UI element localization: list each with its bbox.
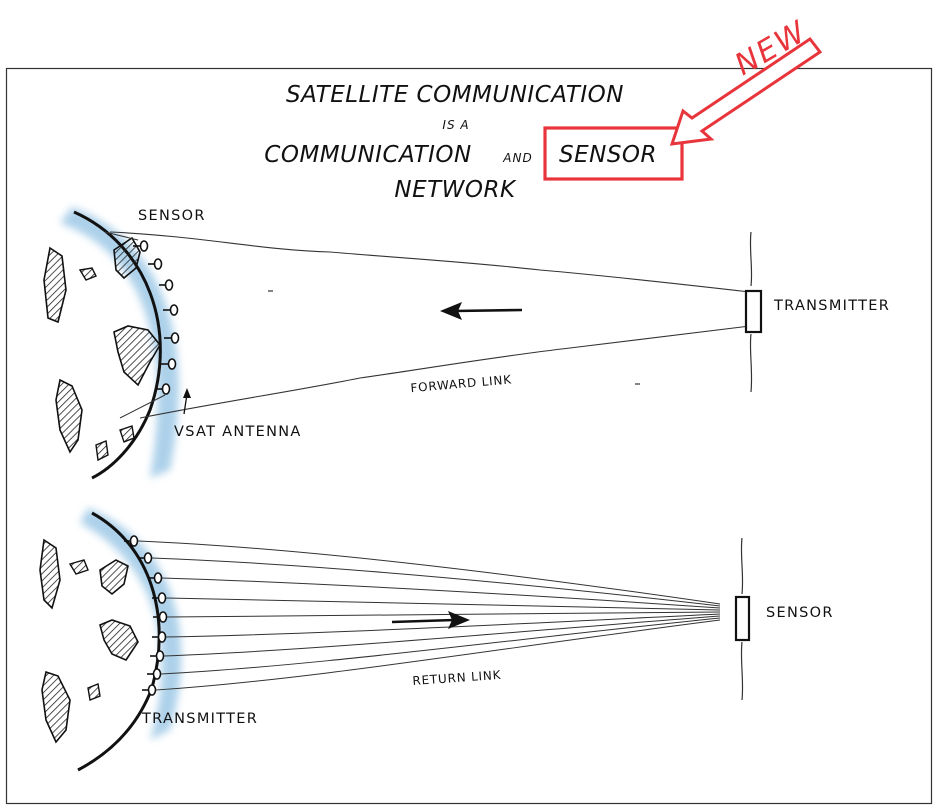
vsat-antenna-icon (147, 668, 162, 680)
vsat-antennas-bottom (124, 535, 168, 696)
continent-top-4 (55, 378, 83, 454)
forward-beam-lower (139, 325, 751, 419)
satellite-axis-bottom (740, 537, 744, 701)
vsat-antenna-icon (142, 684, 157, 696)
vsat-antenna-icon (150, 650, 165, 662)
sensor-highlight-box (543, 126, 684, 181)
top-earth-label: SENSOR (138, 208, 206, 224)
top-satellite-label: TRANSMITTER (773, 298, 890, 314)
return-link-label: RETURN LINK (412, 668, 502, 688)
title-line-4: NETWORK (394, 177, 517, 203)
title-line-3-sensor: SENSOR (559, 142, 657, 168)
return-beam (155, 619, 721, 691)
atmosphere-bottom (80, 508, 182, 740)
antenna-pointer-head (183, 388, 191, 398)
vsat-antenna-icon (164, 332, 180, 344)
vsat-antenna-icon (161, 358, 177, 370)
forward-beam-upper (109, 231, 751, 293)
vsat-antenna-icon (155, 383, 171, 395)
return-link-panel: SENSOR RETURN LINK TRANSMITTER (39, 508, 834, 772)
vsat-antenna-icon (124, 535, 139, 547)
vsat-antennas-top (133, 240, 180, 395)
title-line-3-and: AND (502, 151, 532, 165)
continent-bottom-4 (41, 670, 71, 744)
vsat-antenna-icon (152, 592, 167, 604)
continent-top-7 (95, 440, 109, 462)
continent-top-3 (43, 246, 67, 324)
callout-arrow-icon (669, 36, 823, 146)
title-block: SATELLITE COMMUNICATION IS A COMMUNICATI… (264, 82, 657, 203)
continent-top-2 (113, 325, 161, 387)
forward-link-panel: SENSOR TRANSMITTER FORWARD LINK VSAT ANT… (43, 207, 890, 480)
return-beam (151, 557, 721, 607)
vsat-antenna-icon (133, 240, 149, 252)
return-direction-arrow-icon (391, 611, 470, 629)
continent-top-6 (119, 425, 135, 443)
continent-bottom-2 (99, 619, 139, 661)
beam-connector (104, 231, 139, 241)
vsat-antenna-icon (159, 279, 174, 291)
continent-top-5 (78, 267, 97, 281)
bottom-satellite-label: SENSOR (766, 605, 834, 621)
continent-bottom-5 (68, 559, 89, 575)
transmitter-box (744, 289, 763, 334)
return-beam (161, 577, 721, 609)
title-line-1: SATELLITE COMMUNICATION (286, 82, 624, 108)
beam-connector (119, 394, 166, 419)
atmosphere-top (60, 207, 179, 478)
return-beam (165, 613, 721, 638)
vsat-antenna-icon (153, 611, 168, 623)
return-beam (163, 615, 721, 657)
return-beam (137, 540, 721, 605)
vsat-antenna-icon (152, 631, 167, 643)
title-line-2: IS A (442, 118, 469, 132)
forward-direction-arrow-icon (440, 302, 523, 320)
vsat-antenna-icon (163, 304, 179, 316)
return-beam (160, 617, 721, 675)
continent-bottom-3 (39, 538, 61, 610)
continent-bottom-6 (87, 683, 101, 701)
sensor-box (734, 595, 751, 642)
continent-bottom-1 (99, 559, 129, 596)
continent-top-1 (113, 236, 141, 280)
bottom-earth-label: TRANSMITTER (141, 711, 258, 727)
vsat-antenna-icon (138, 552, 153, 564)
title-line-3-communication: COMMUNICATION (264, 142, 471, 168)
vsat-antenna-label: VSAT ANTENNA (174, 424, 302, 440)
satellite-axis-top (749, 231, 753, 393)
vsat-antenna-icon (148, 572, 163, 584)
vsat-antenna-icon (148, 258, 163, 270)
